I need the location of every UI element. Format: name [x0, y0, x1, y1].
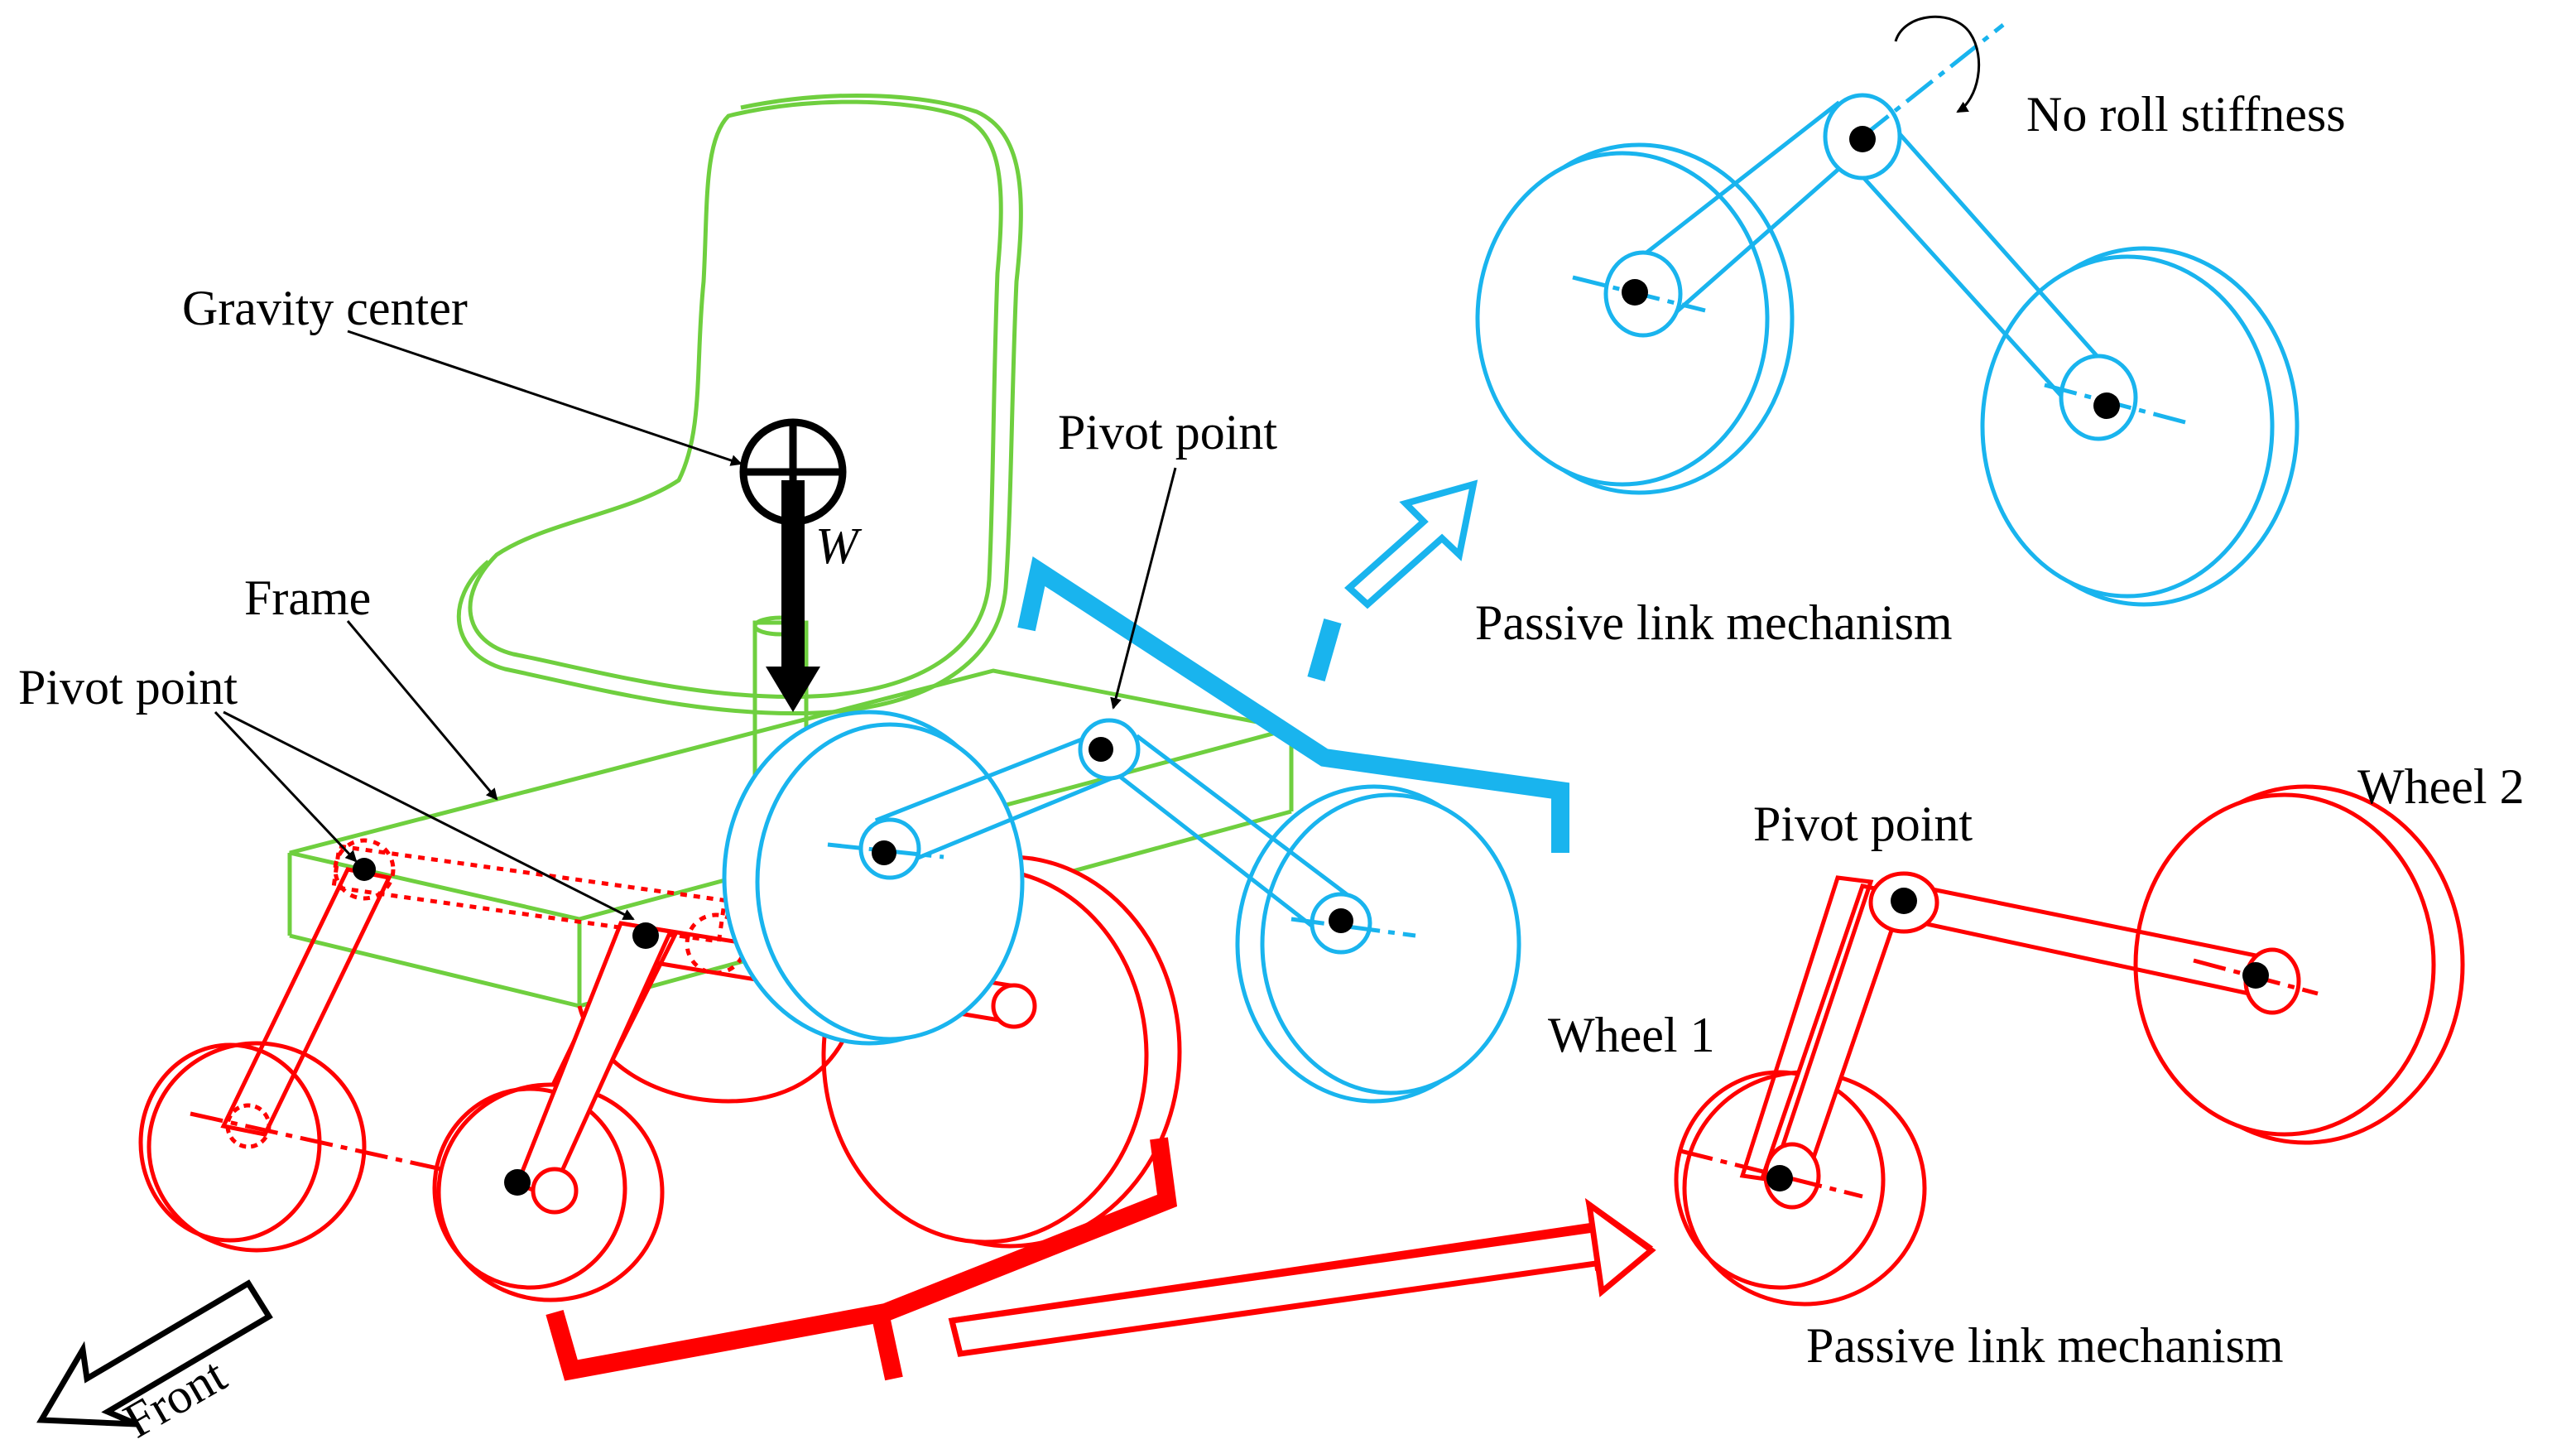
front-arrow [36, 1279, 273, 1427]
red-arrow [948, 1198, 1656, 1357]
weight-arrow [766, 480, 820, 712]
blue-bracket [1017, 556, 1569, 853]
pivot-point-label-left: Pivot point [18, 660, 238, 715]
gravity-center-label: Gravity center [182, 281, 468, 335]
front-link-mechanism [138, 838, 1182, 1302]
pivot-point-label-center: Pivot point [1058, 405, 1277, 460]
leader-lines [214, 330, 1177, 921]
red-detail-mechanism [1674, 784, 2465, 1307]
weight-label: W [815, 518, 863, 575]
wheel1-label: Wheel 1 [1548, 1008, 1715, 1062]
pivot-point-label-right: Pivot point [1753, 797, 1973, 851]
roll-arrow-icon [1894, 15, 1981, 113]
wheel2-label: Wheel 2 [2357, 759, 2525, 814]
blue-detail-mechanism [1475, 15, 2300, 607]
no-roll-stiffness-label: No roll stiffness [2026, 87, 2346, 142]
passive-link-label-red: Passive link mechanism [1806, 1318, 2284, 1373]
rear-link-mechanism [722, 710, 1521, 1104]
blue-arrow [1344, 479, 1478, 609]
red-bracket [545, 1137, 1178, 1381]
frame-label: Frame [244, 570, 371, 625]
passive-link-label-blue: Passive link mechanism [1475, 595, 1953, 650]
